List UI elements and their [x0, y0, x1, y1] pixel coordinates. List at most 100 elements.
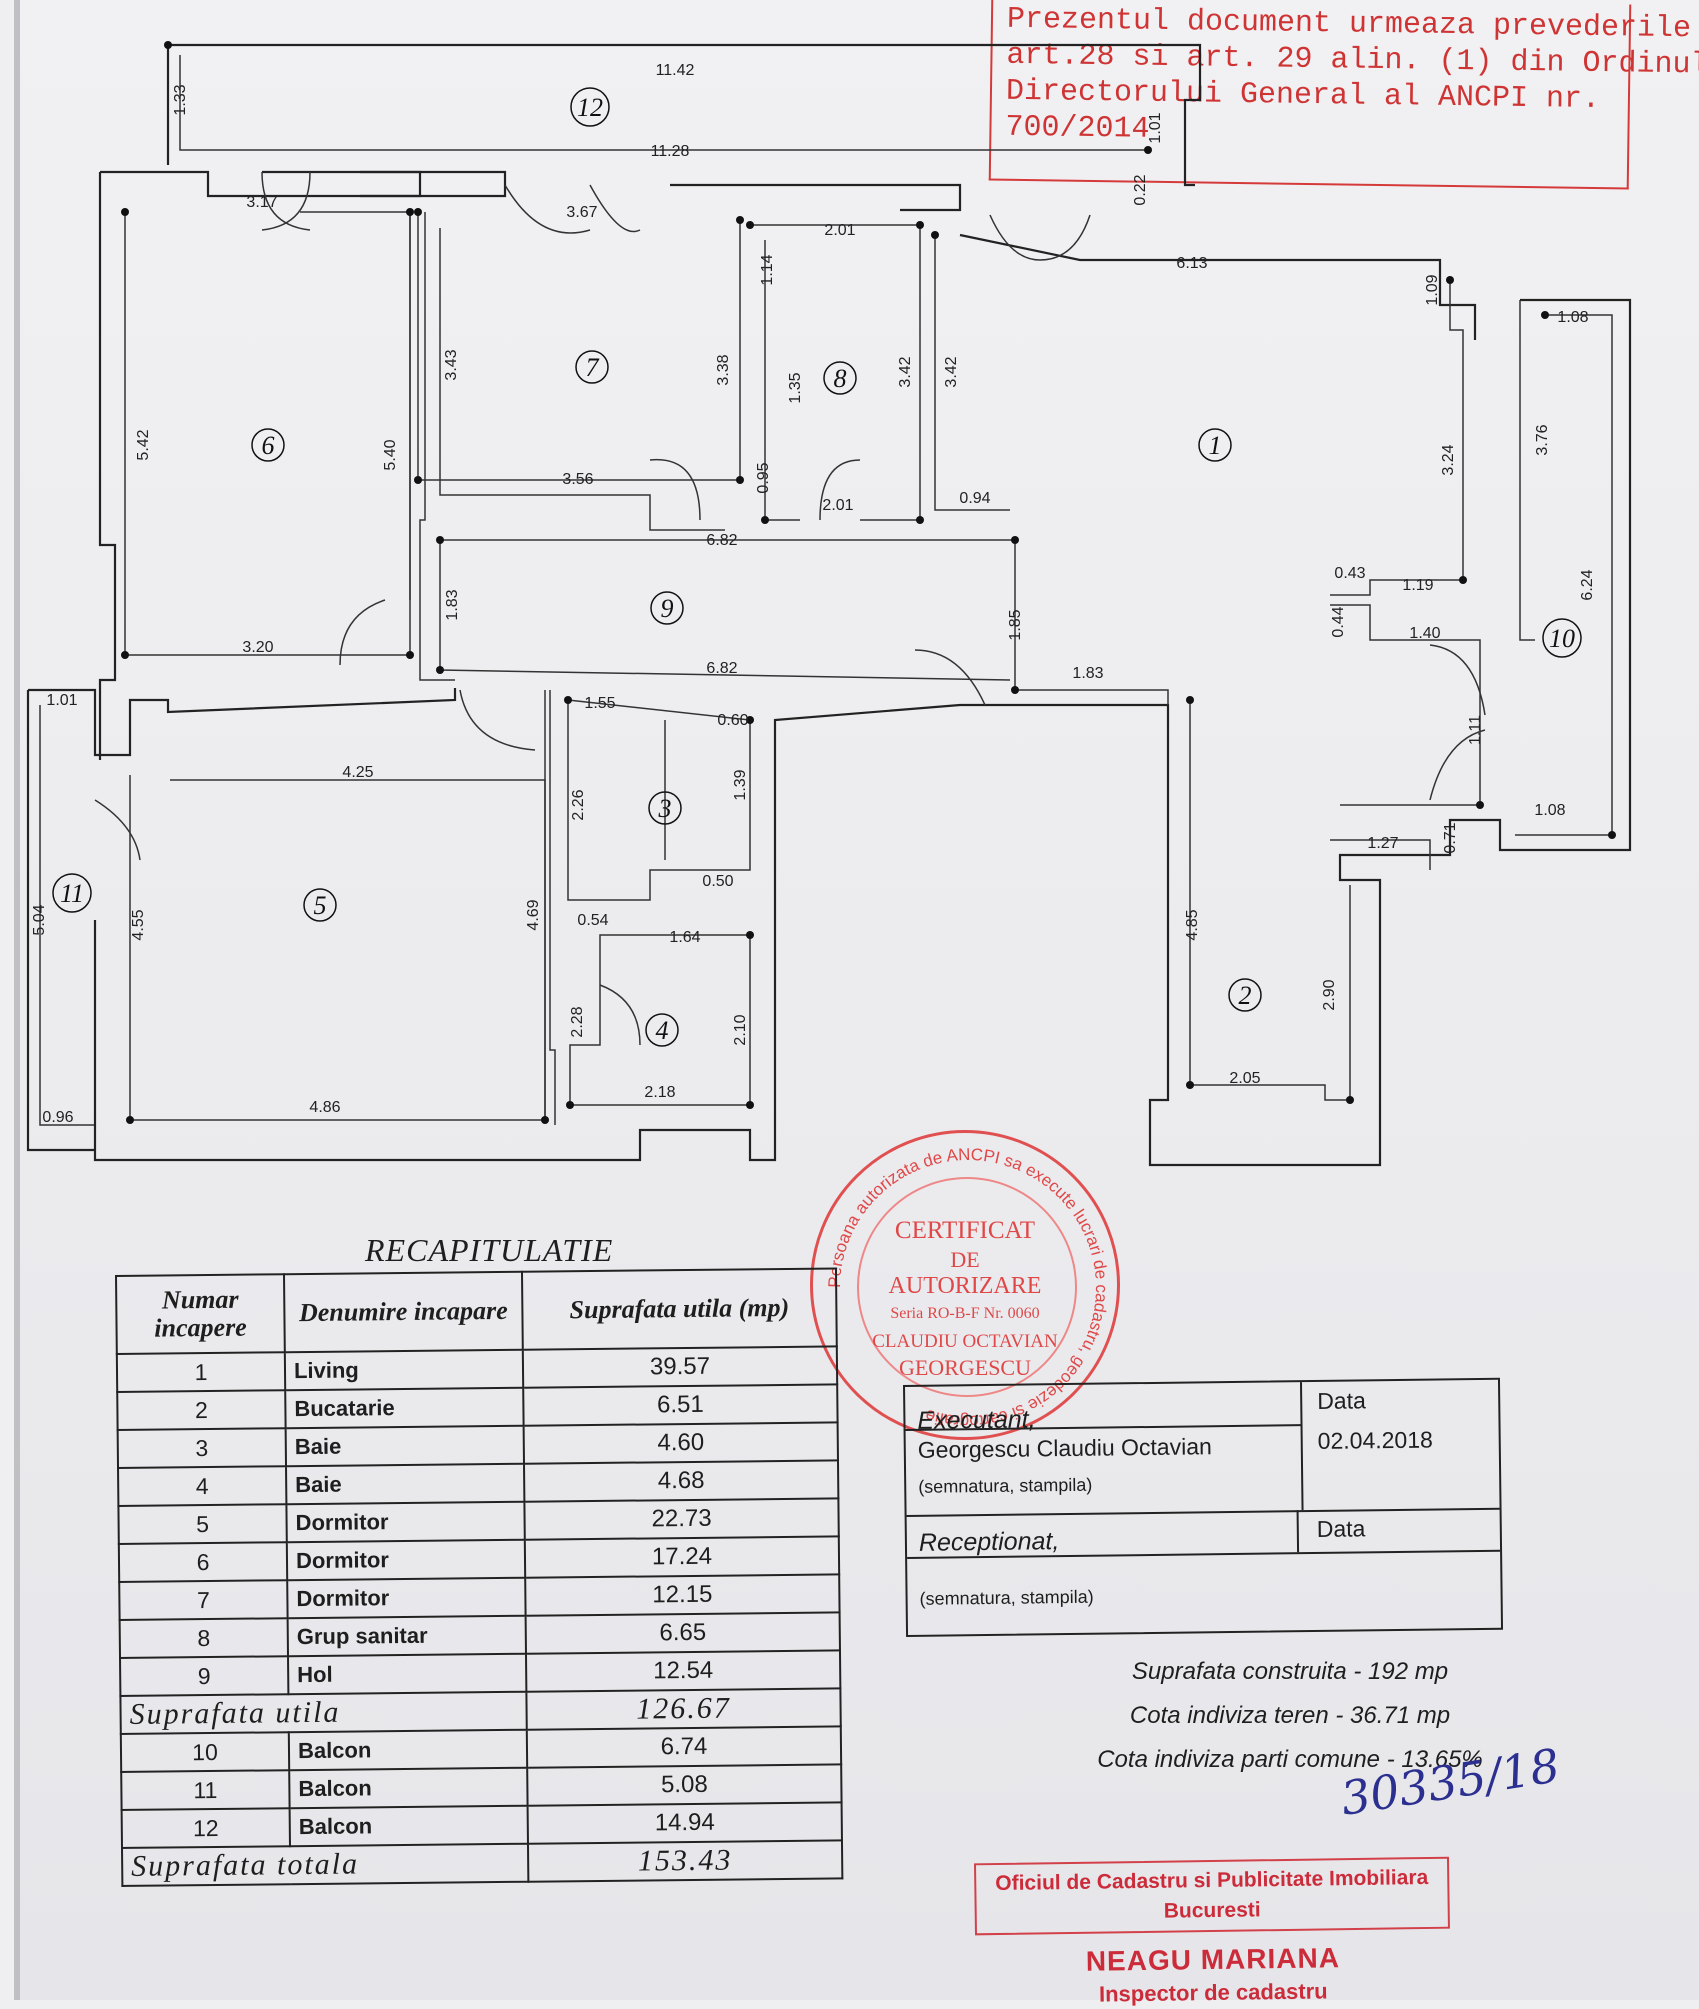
- dimension-labels: 11.42 11.28 1.33 1.01 0.22 3.17 3.67 2.0…: [31, 62, 1596, 1126]
- door-1-balcony: [989, 214, 1041, 261]
- page-fold-edge: [14, 0, 20, 2000]
- dim-1-08-bottom: 1.08: [1534, 802, 1565, 819]
- subtotal-label: Suprafata utila: [120, 1691, 527, 1734]
- dim-4-69: 4.69: [525, 899, 542, 930]
- dim-0-94: 0.94: [959, 490, 990, 507]
- dim-0-60: 0.60: [717, 712, 748, 729]
- room-label-3: 3: [658, 794, 672, 823]
- stamp-line-autorizare: AUTORIZARE: [888, 1273, 1042, 1299]
- room-label-11: 11: [60, 879, 84, 908]
- dim-1-01-b: 1.01: [46, 692, 77, 709]
- living-north-wall: [959, 233, 1477, 340]
- dim-1-09: 1.09: [1424, 274, 1441, 305]
- common-share: Cota indiviza parti comune - 13.65%: [1097, 1746, 1483, 1773]
- dim-11-42: 11.42: [656, 62, 695, 79]
- dim-2-18: 2.18: [644, 1084, 675, 1101]
- room-5-north-wall: [28, 688, 457, 757]
- dim-2-90: 2.90: [1321, 979, 1338, 1010]
- door-living-kitchen: [1429, 729, 1486, 801]
- data-label: Data: [1317, 1387, 1366, 1414]
- dim-2-01-bottom: 2.01: [822, 497, 853, 514]
- receptionat-label: Receptionat,: [918, 1527, 1060, 1557]
- dim-3-17: 3.17: [246, 194, 277, 211]
- subtotal-value: 126.67: [526, 1688, 841, 1730]
- dim-1-35: 1.35: [787, 372, 804, 403]
- dim-1-08-top: 1.08: [1557, 309, 1588, 326]
- dim-0-96: 0.96: [42, 1109, 73, 1126]
- room-label-12: 12: [577, 93, 603, 122]
- room-label-8: 8: [834, 364, 847, 393]
- data-label-2: Data: [1316, 1515, 1366, 1542]
- balcony-10-outline: [1515, 314, 1613, 836]
- door-1-balcony-10: [1429, 644, 1486, 716]
- authorization-round-stamp: Persoana autorizata de ANCPI sa execute …: [810, 1130, 1120, 1440]
- dim-0-22: 0.22: [1132, 174, 1149, 205]
- room-label-7: 7: [586, 353, 600, 382]
- living-south-wall: [1330, 604, 1481, 806]
- west-wall-upper: [98, 172, 117, 760]
- recv-divider: [1296, 1510, 1300, 1553]
- north-wall-right: [670, 183, 962, 212]
- floor-plan: 1 2 3 4 5 6 7 8 9 10 11 12 11.42 11.28 1…: [26, 41, 1632, 1167]
- stamp-line-name: CLAUDIU OCTAVIAN: [872, 1331, 1058, 1352]
- dim-1-64: 1.64: [669, 929, 700, 946]
- wall-5-3: [549, 690, 556, 1125]
- dim-5-40: 5.40: [382, 439, 399, 470]
- dim-6-82-bottom: 6.82: [706, 660, 737, 677]
- hall-9-south-wall: [439, 540, 1011, 681]
- dim-0-54: 0.54: [577, 912, 608, 929]
- dim-1-83-left: 1.83: [444, 589, 461, 620]
- dim-0-95: 0.95: [755, 462, 772, 493]
- dim-1-85: 1.85: [1007, 609, 1024, 640]
- door-7-balcony: [504, 184, 591, 234]
- dim-4-86: 4.86: [309, 1099, 340, 1116]
- room-labels: 1 2 3 4 5 6 7 8 9 10 11 12: [52, 87, 1582, 1047]
- door-6-balcony: [261, 171, 311, 231]
- dim-6-13: 6.13: [1176, 255, 1207, 272]
- dim-1-27: 1.27: [1367, 835, 1398, 852]
- door-1-balcony-b: [1039, 214, 1091, 261]
- dim-3-76: 3.76: [1534, 424, 1551, 455]
- door-7-balcony-b: [589, 184, 641, 233]
- door-bath-4: [599, 984, 641, 1046]
- recap-header-number: Numar incapere: [116, 1274, 285, 1354]
- stamp-line-serial: Seria RO-B-F Nr. 0060: [890, 1305, 1040, 1322]
- dim-2-28: 2.28: [569, 1006, 586, 1037]
- dim-2-05: 2.05: [1229, 1070, 1260, 1087]
- balcony-10-inner: [1519, 300, 1535, 641]
- balcony-11-outer: [26, 690, 95, 1152]
- office-stamp-box: Oficiul de Cadastru si Publicitate Imobi…: [974, 1856, 1450, 1936]
- room-5-outline: [129, 775, 546, 1121]
- room-7-inner: [439, 228, 725, 531]
- wall-8-1: [934, 235, 1010, 511]
- executant-label: Executant,: [917, 1405, 1036, 1435]
- dim-2-26: 2.26: [570, 789, 587, 820]
- dim-5-42: 5.42: [135, 429, 152, 460]
- dim-3-20: 3.20: [242, 639, 273, 656]
- dim-4-55: 4.55: [130, 909, 147, 940]
- corner-markers: [121, 41, 1616, 1124]
- built-area: Suprafata construita - 192 mp: [1131, 1658, 1449, 1685]
- stamp-line-surname: GEORGESCU: [898, 1355, 1031, 1380]
- dim-1-39: 1.39: [732, 769, 749, 800]
- dim-2-10: 2.10: [732, 1014, 749, 1045]
- door-6-hall: [339, 599, 386, 666]
- room-label-9: 9: [661, 594, 674, 623]
- balcony-12-inner-line: [179, 55, 1148, 151]
- dim-3-42-b: 3.42: [943, 356, 960, 387]
- total-label: Suprafata totala: [122, 1843, 529, 1886]
- exterior-wall-south-east: [93, 298, 1632, 1167]
- dim-2-01-top: 2.01: [824, 222, 855, 239]
- exec-row-separator: [906, 1507, 1500, 1517]
- door-5-balcony: [94, 799, 141, 861]
- dim-1-55: 1.55: [584, 695, 615, 712]
- dim-0-43: 0.43: [1334, 565, 1365, 582]
- north-wall-mid: [360, 170, 507, 198]
- executant-name: Georgescu Claudiu Octavian: [917, 1433, 1212, 1463]
- dim-1-19: 1.19: [1402, 577, 1433, 594]
- door-7-hall: [649, 458, 701, 521]
- dim-1-11: 1.11: [1467, 715, 1484, 745]
- dim-3-43: 3.43: [443, 349, 460, 380]
- dim-1-01: 1.01: [1147, 112, 1164, 143]
